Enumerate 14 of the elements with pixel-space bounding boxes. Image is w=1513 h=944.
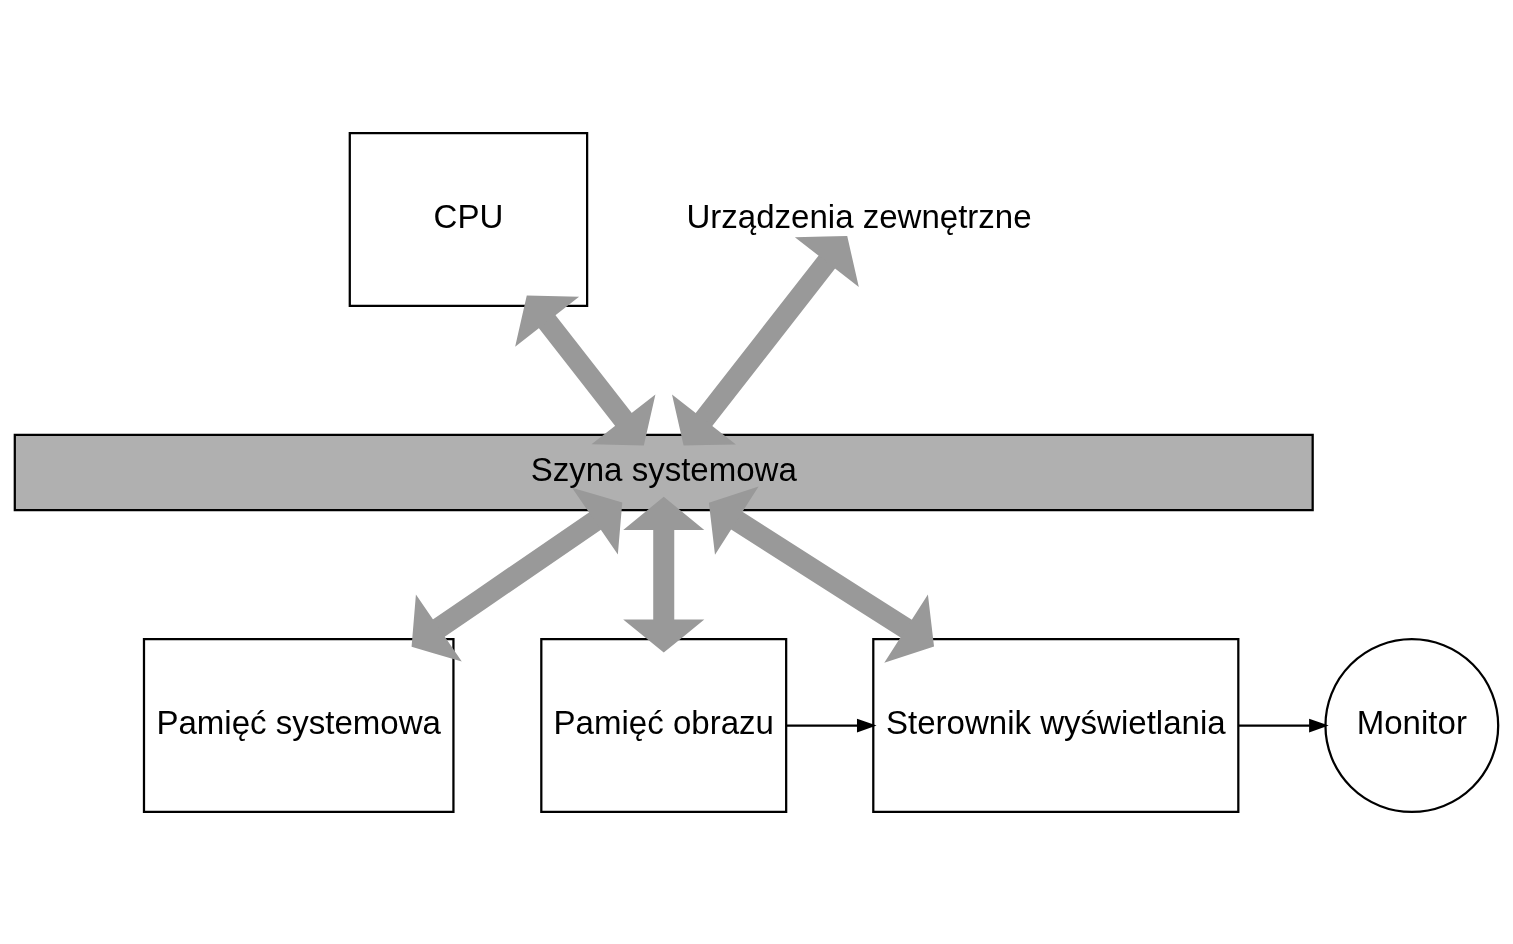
arrow — [672, 235, 859, 446]
node-circle: Monitor — [1324, 637, 1500, 813]
node-box: CPU — [348, 131, 589, 307]
node-box: Pamięć systemowa — [142, 637, 455, 813]
node-box: Szyna systemowa — [13, 433, 1314, 511]
arrow — [708, 485, 935, 663]
arrow — [411, 487, 623, 662]
arrow — [515, 295, 656, 445]
arrow — [1238, 718, 1329, 732]
node-box: Sterownik wyświetlania — [872, 637, 1240, 813]
node-text: Urządzenia zewnętrzne — [686, 197, 1032, 235]
arrow — [786, 718, 877, 732]
arrow — [623, 496, 705, 653]
node-box: Pamięć obrazu — [540, 637, 788, 813]
